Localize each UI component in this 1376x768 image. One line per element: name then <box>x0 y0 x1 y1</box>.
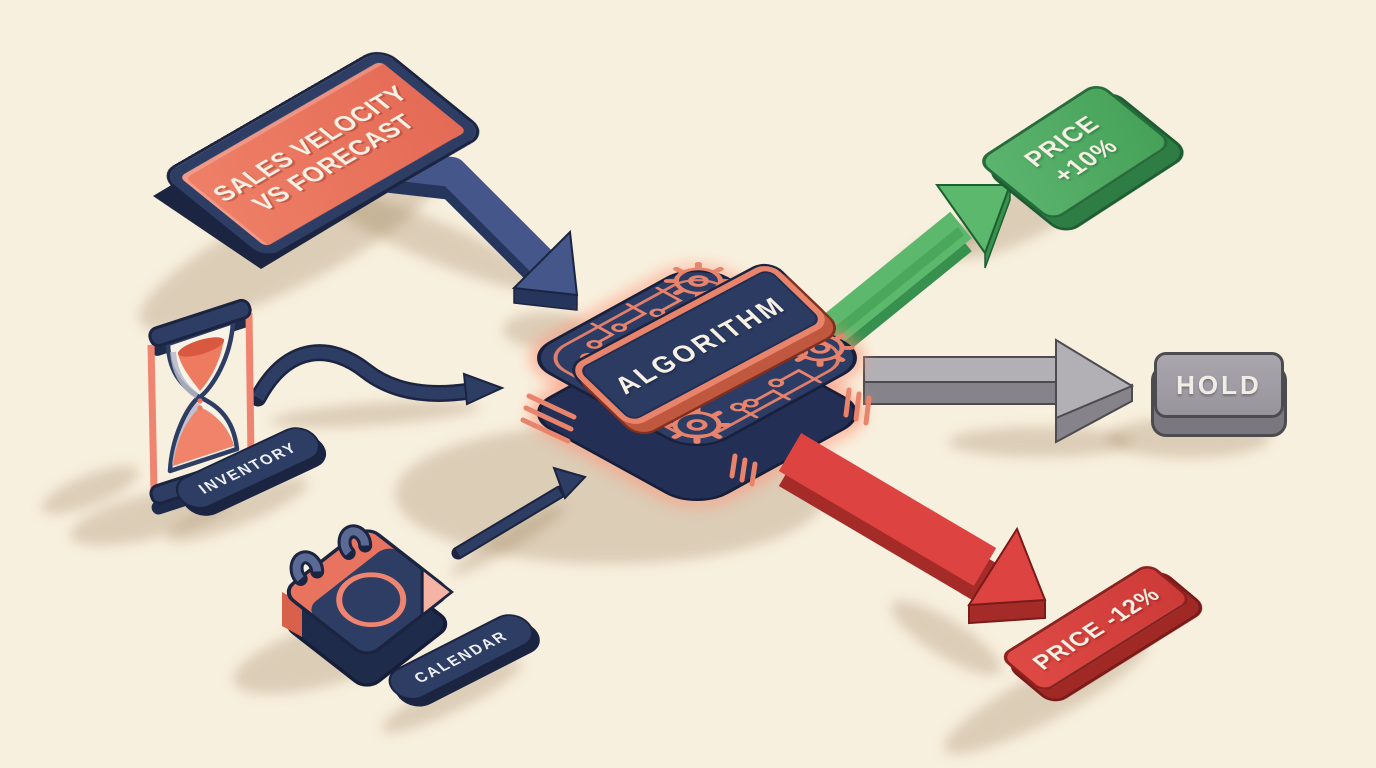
chip-vents-icon <box>520 387 872 487</box>
arrow-inventory-to-algorithm <box>249 344 505 407</box>
arrow-price-down <box>778 433 1047 625</box>
hold-box: HOLD <box>1154 352 1284 418</box>
calendar-ring-icon <box>337 524 373 560</box>
arrow-calendar-to-algorithm <box>451 466 587 560</box>
hold-label-text: HOLD <box>1176 369 1262 400</box>
arrow-hold <box>863 338 1135 444</box>
calendar-ring-icon <box>289 550 325 586</box>
arrow-price-up <box>801 184 1012 373</box>
calendar-icon <box>282 524 454 687</box>
